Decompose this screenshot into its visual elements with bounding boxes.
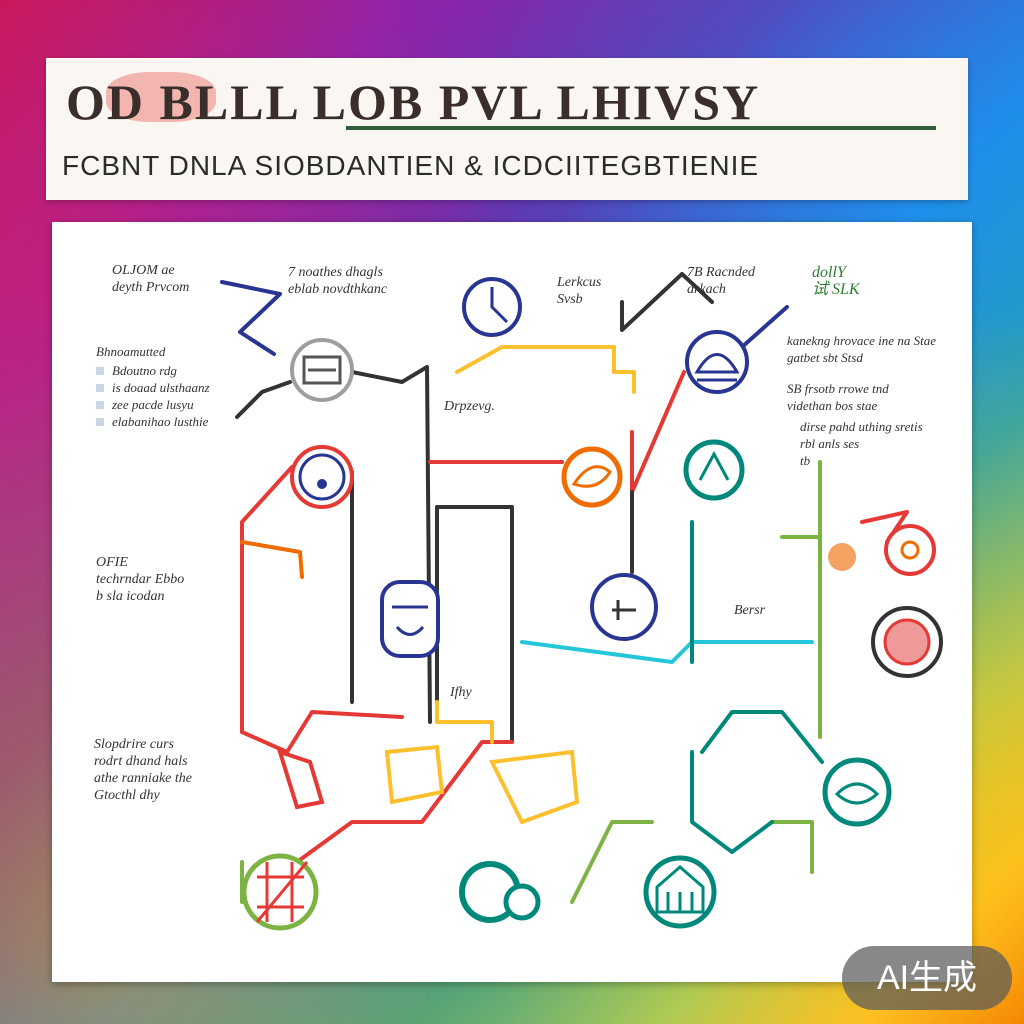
yellow-lower-connector: [435, 700, 494, 744]
flower-icon: [828, 524, 936, 576]
teal-horizontal-connector: [520, 640, 814, 664]
teal-eye-icon: [822, 757, 892, 827]
note-mid-center: Drpzevg.: [444, 399, 495, 414]
pin-icon: [590, 573, 658, 641]
note-right-1: kanekng hrovace ine na Stae gatbet sbt S…: [787, 333, 936, 365]
gauge-icon: [290, 338, 354, 402]
paint-splash: [106, 72, 216, 122]
gauge-to-spine-connector: [350, 365, 432, 724]
leaf-icon: [561, 446, 623, 508]
left-orange-branch: [240, 540, 304, 579]
dome-icon: [685, 330, 749, 394]
navy-dome-connector: [740, 305, 789, 349]
green-bottom-connector: [570, 820, 654, 904]
building-icon: [643, 855, 717, 929]
note-right-3: dirse pahd uthing sretis rbl anls ses tb: [800, 419, 923, 468]
note-top-right-b: 7B Racnded arkach: [687, 265, 756, 297]
note-top-right-a: Lerkcus Svsb: [557, 275, 602, 307]
legend-item: zee pacde lusyu: [96, 396, 210, 413]
legend-swatch: [96, 417, 104, 426]
robot-face-icon: [380, 580, 440, 658]
arrow-up-icon: [683, 439, 745, 501]
ai-generated-badge: AI生成: [842, 946, 1012, 1010]
face-icon: [290, 445, 354, 509]
red-to-dome-connector: [630, 370, 686, 494]
note-top-center: 7 noathes dhagls eblab novdthkanc: [288, 265, 388, 297]
legend-swatch: [96, 400, 104, 409]
left-red-branch: [240, 465, 294, 734]
gears-icon: [459, 861, 541, 923]
diagram-panel: OLJOM ae deyth Prvcom 7 noathes dhagls e…: [52, 222, 972, 982]
legend-item-label: zee pacde lusyu: [112, 396, 194, 412]
page-subtitle: FCBNT DNLA SIOBDANTIEN & ICDCIITEGBTIENI…: [62, 150, 760, 181]
legend-item: Bdoutno rdg: [96, 362, 210, 379]
note-top-right-c: dollY 试 SLK: [812, 264, 860, 298]
title-underline: [346, 126, 936, 130]
grid-icon: [241, 853, 319, 931]
clock-icon: [462, 277, 522, 337]
note-mid-right: Bersr: [734, 603, 766, 618]
legend: Bhnoamutted Bdoutno rdg is doaad ulsthaa…: [96, 344, 210, 430]
teal-octagon-connector: [700, 710, 824, 764]
note-mid-left: OFIE techrndar Ebbo b sla icodan: [96, 555, 185, 604]
legend-item-label: is doaad ulsthaanz: [112, 379, 210, 395]
dark-zigzag-connector: [620, 272, 714, 332]
legend-to-gauge-connector: [235, 380, 292, 419]
legend-item-label: elabanihao lusthie: [112, 413, 209, 429]
note-lower-center: Ifhy: [450, 685, 472, 700]
legend-item: is doaad ulsthaanz: [96, 379, 210, 396]
note-right-2: SB frsotb rrowe tnd videthan bos stae: [787, 381, 889, 413]
legend-swatch: [96, 383, 104, 392]
note-lower-left: Slopdrire curs rodrt dhand hals athe ran…: [94, 737, 192, 803]
green-lower-connector: [770, 620, 822, 874]
navy-zigzag-connector: [220, 280, 282, 356]
diagram-canvas: [220, 272, 943, 931]
yellow-top-connector: [455, 345, 636, 394]
title-banner: OD BLLL LOB PVL LHIVSY FCBNT DNLA SIOBDA…: [46, 58, 968, 200]
teal-octagon-lower: [690, 750, 774, 854]
hands-icon: [276, 744, 580, 825]
note-top-left: OLJOM ae deyth Prvcom: [112, 263, 190, 295]
legend-item-label: Bdoutno rdg: [112, 362, 177, 378]
page-title: OD BLLL LOB PVL LHIVSY: [66, 74, 761, 130]
green-right-connector: [780, 460, 822, 624]
legend-swatch: [96, 366, 104, 375]
legend-item: elabanihao lusthie: [96, 413, 210, 430]
legend-title: Bhnoamutted: [96, 344, 166, 359]
dish-icon: [871, 606, 943, 678]
bottom-left-red-path: [240, 710, 404, 754]
